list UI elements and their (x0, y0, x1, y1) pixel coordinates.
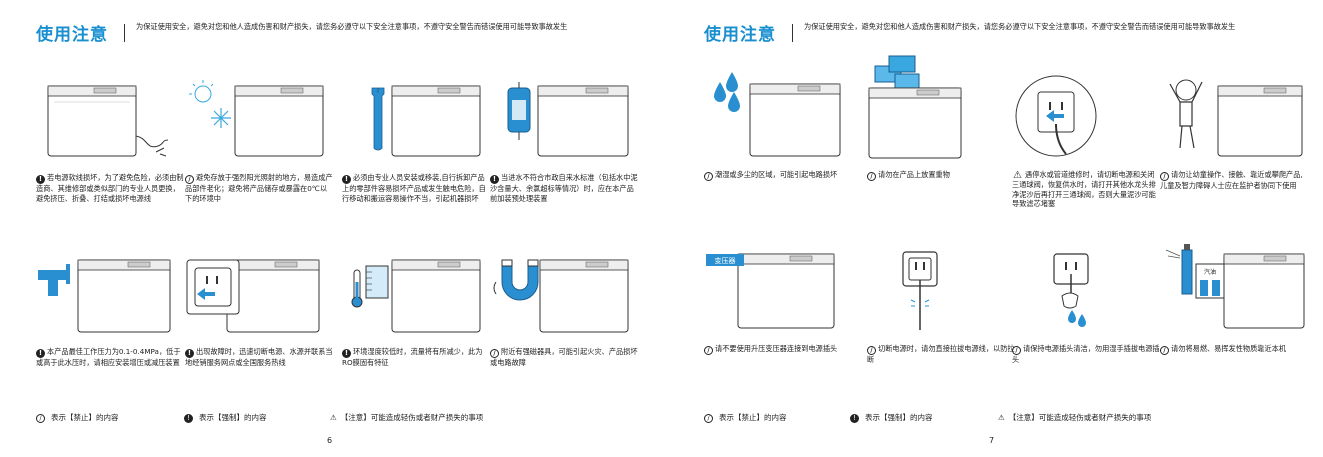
legend-warn: ⚠【注意】可能造成轻伤或者财产损失的事项 (998, 413, 1152, 422)
notice-text: 潮湿或多尘的区域，可能引起电路损坏 (715, 170, 838, 179)
transformer-icon: 变压器 变压器 (706, 253, 835, 329)
notice-text: 附近有强磁器具，可能引起火灾、产品损坏或电路故障 (490, 347, 638, 367)
pull-cord-icon (902, 251, 938, 330)
mandatory-icon: ! (850, 414, 859, 423)
mandatory-icon: ! (184, 414, 193, 423)
page-title: 使用注意 (36, 25, 108, 45)
intro-text: 为保证使用安全，避免对您和他人造成伤害和财产损失，请您务必遵守以下安全注意事项，… (136, 22, 568, 31)
forbidden-icon: / (704, 414, 713, 423)
page-title: 使用注意 (704, 25, 776, 45)
svg-text:变压器: 变压器 (715, 256, 736, 265)
prefilter-icon (507, 82, 629, 157)
warning-icon: ⚠ (1013, 170, 1022, 181)
title-divider (792, 24, 793, 42)
forbidden-icon: / (1160, 346, 1169, 355)
title-divider (124, 24, 125, 42)
forbidden-icon: / (185, 175, 194, 184)
child-icon (1169, 79, 1303, 157)
mandatory-icon: ! (342, 175, 351, 184)
wet-hand-icon (1053, 253, 1089, 327)
forbidden-icon: / (704, 346, 713, 355)
faucet-icon (38, 259, 171, 333)
thermometer-icon (351, 259, 481, 333)
page-number: 7 (989, 436, 995, 445)
warning-icon: ⚠ (998, 413, 1005, 422)
forbidden-icon: / (867, 346, 876, 355)
mandatory-icon: ! (36, 349, 45, 358)
forbidden-icon: / (1012, 346, 1021, 355)
page-6: 使用注意 为保证使用安全，避免对您和他人造成伤害和财产损失，请您务必遵守以下安全… (0, 0, 661, 457)
wrench-icon (371, 85, 481, 157)
warning-icon: ⚠ (330, 413, 337, 422)
socket-plug-icon (1015, 75, 1097, 157)
notice-text: 若电源软线损坏，为了避免危险，必须由制造商、其维修部或类似部门的专业人员更换，避… (36, 173, 184, 203)
gas-label: 汽油 (1204, 268, 1216, 276)
mandatory-icon: ! (36, 175, 45, 184)
legend-warn: ⚠【注意】可能造成轻伤或者财产损失的事项 (330, 413, 484, 422)
notice-text: 遇停水或管道维修时，请切断电源和关闭三通球阀，恢复供水时，请打开其他水龙头排净泥… (1012, 170, 1156, 208)
mandatory-icon: ! (490, 175, 499, 184)
notice-text: 出现故障时，迅速切断电源、水源并联系当地经销服务网点或全国服务热线 (185, 347, 333, 367)
notice-text: 请不要使用升压变压器连接到电源插头 (715, 344, 838, 353)
notice-text: 必须由专业人员安装或移装,自行拆卸产品上的零部件容易损坏产品或发生触电危险，自行… (342, 173, 486, 203)
mandatory-icon: ! (342, 349, 351, 358)
damaged-cord-icon (47, 85, 169, 157)
unplug-icon (186, 259, 320, 333)
sun-snow-icon (189, 80, 324, 157)
magnet-icon (493, 259, 629, 333)
legend-forbid: /表示【禁止】的内容 (36, 412, 119, 423)
legend-must: !表示【强制】的内容 (850, 412, 933, 423)
notice-text: 请勿在产品上放置重物 (878, 170, 950, 179)
forbidden-icon: / (490, 349, 499, 358)
notice-text: 环境湿度较低时，流量将有所减少，此为RO膜固有特征 (342, 347, 483, 367)
mandatory-icon: ! (185, 349, 194, 358)
notice-text: 避免存放于强烈阳光照射的地方，易造成产品部件老化；避免将产品储存或暴露在0℃以下… (185, 173, 333, 203)
intro-text: 为保证使用安全，避免对您和他人造成伤害和财产损失，请您务必遵守以下安全注意事项，… (804, 22, 1236, 31)
water-drops-icon (714, 72, 841, 157)
legend-forbid: /表示【禁止】的内容 (704, 412, 787, 423)
notice-text: 请保持电源插头清洁，勿用湿手插拔电源插头 (1012, 344, 1160, 364)
legend-must: !表示【强制】的内容 (184, 412, 267, 423)
forbidden-icon: / (704, 172, 713, 181)
forbidden-icon: / (1160, 172, 1169, 181)
page-number: 6 (327, 436, 333, 445)
notice-text: 切断电源时，请勿直接拉拔电源线，以防拉断 (867, 344, 1015, 364)
notice-text: 请勿让幼童操作、接触、靠近或攀爬产品,儿童及智力障碍人士应在监护者协同下使用 (1160, 170, 1303, 190)
forbidden-icon: / (867, 172, 876, 181)
forbidden-icon: / (36, 414, 45, 423)
notice-text: 请勿将易燃、易挥发性物质靠近本机 (1171, 344, 1287, 353)
notice-text: 本产品最佳工作压力为0.1-0.4MPa，低于或高于此水压时，请相应安装增压或减… (36, 347, 181, 367)
page-7: 使用注意 为保证使用安全，避免对您和他人造成伤害和财产损失，请您务必遵守以下安全… (662, 0, 1323, 457)
flammable-icon: 汽油 (1165, 244, 1305, 329)
heavy-boxes-icon (868, 55, 962, 159)
notice-text: 当进水不符合市政自来水标准（包括水中泥沙含量大、余氯超标等情况）时，应在本产品前… (490, 173, 638, 203)
